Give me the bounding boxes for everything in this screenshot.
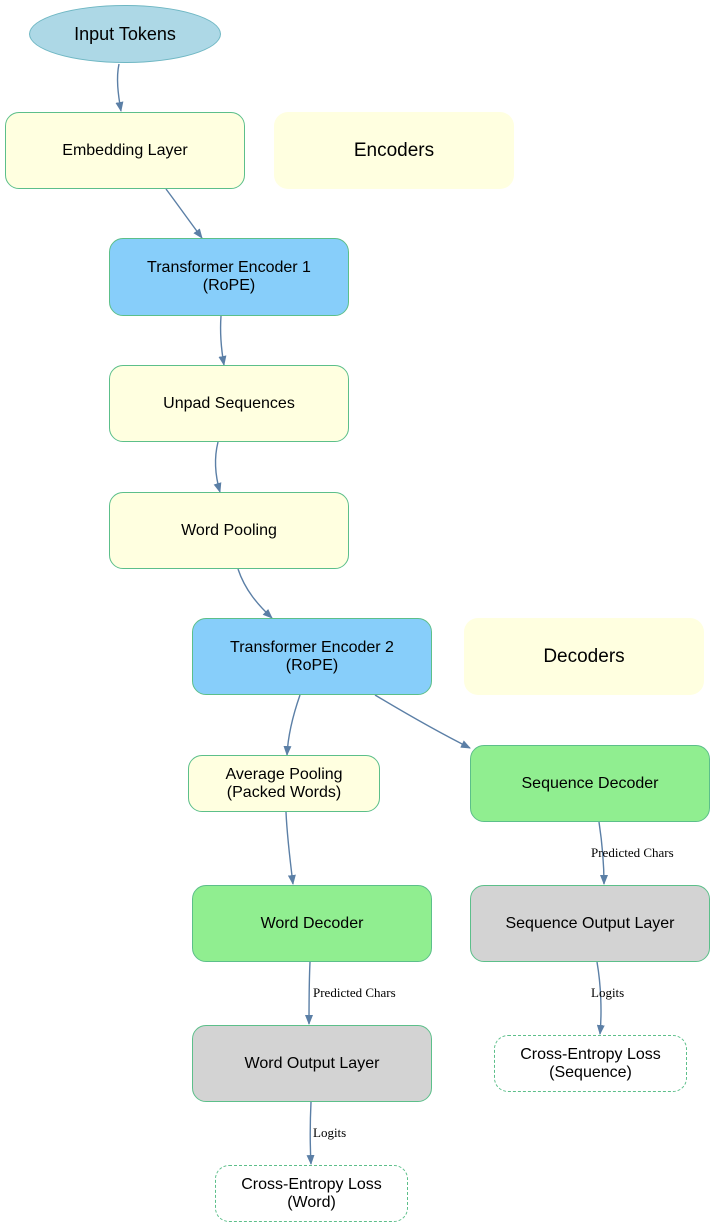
node-word-output-layer: Word Output Layer: [192, 1025, 432, 1102]
edge-seqdecoder-to-seqoutput: [598, 821, 608, 885]
edge-label-seq-logits: Logits: [591, 985, 624, 1000]
node-unpad-sequences: Unpad Sequences: [109, 365, 349, 442]
node-transformer-encoder-1: Transformer Encoder 1 (RoPE): [109, 238, 349, 316]
node-sequence-decoder: Sequence Decoder: [470, 745, 710, 822]
edge-embedding-to-encoder1: [165, 188, 203, 239]
edge-label-word-predicted-chars: Predicted Chars: [313, 985, 396, 1000]
node-word-decoder: Word Decoder: [192, 885, 432, 962]
cluster-label-encoders: Encoders: [274, 112, 514, 189]
node-transformer-encoder-2: Transformer Encoder 2 (RoPE): [192, 618, 432, 695]
edge-encoder2-to-avgpooling: [283, 694, 301, 756]
edge-input-to-embedding: [115, 63, 124, 112]
edge-label-word-logits: Logits: [313, 1125, 346, 1140]
edge-unpad-to-wordpooling: [213, 441, 222, 493]
cluster-label-decoders: Decoders: [464, 618, 704, 695]
edge-wordpooling-to-encoder2: [237, 568, 273, 619]
node-cross-entropy-loss-word: Cross-Entropy Loss (Word): [215, 1165, 408, 1222]
edge-wordoutput-to-crossentropy-word: [306, 1101, 315, 1165]
edge-encoder1-to-unpad: [218, 315, 227, 366]
node-cross-entropy-loss-sequence: Cross-Entropy Loss (Sequence): [494, 1035, 687, 1092]
edge-seqoutput-to-crossentropy-seq: [596, 961, 605, 1035]
node-embedding-layer: Embedding Layer: [5, 112, 245, 189]
edge-encoder2-to-seqdecoder: [374, 694, 471, 749]
edge-worddecoder-to-wordoutput: [305, 961, 314, 1025]
node-average-pooling: Average Pooling (Packed Words): [188, 755, 380, 812]
node-sequence-output-layer: Sequence Output Layer: [470, 885, 710, 962]
edge-avgpooling-to-worddecoder: [285, 811, 296, 885]
edge-label-seq-predicted-chars: Predicted Chars: [591, 845, 674, 860]
node-input-tokens: Input Tokens: [29, 5, 221, 63]
node-word-pooling: Word Pooling: [109, 492, 349, 569]
